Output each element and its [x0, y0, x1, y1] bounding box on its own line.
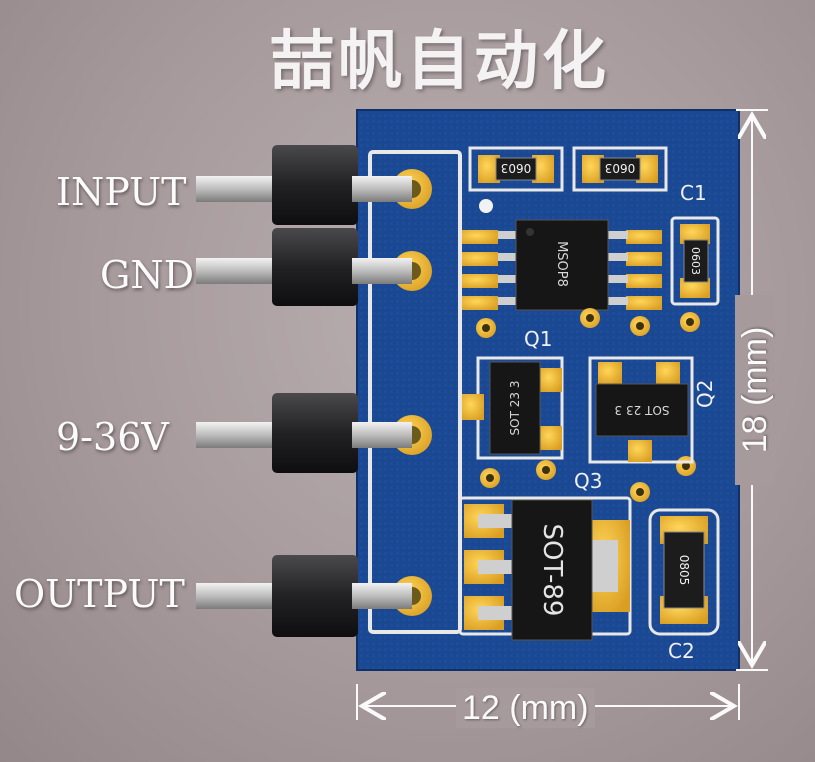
capacitor-c2: 0805: [648, 508, 720, 636]
q2-label: Q2: [693, 380, 717, 408]
c1-label: C1: [680, 181, 707, 205]
q3-marking: SOT-89: [537, 524, 567, 617]
resistor-r1: 0603: [468, 146, 564, 192]
c1-marking: 0603: [689, 247, 702, 275]
resistor-r2: 0603: [572, 146, 668, 192]
brand-title: 喆帆自动化: [270, 25, 610, 99]
q3-label: Q3: [574, 469, 602, 493]
q1-marking: SOT 23 3: [508, 381, 522, 436]
pin-label-9-36v: 9-36V: [56, 415, 169, 459]
pin-label-input: INPUT: [56, 170, 187, 214]
pin1-dot: [479, 199, 493, 213]
q1-label: Q1: [524, 327, 552, 351]
r2-marking: 0603: [605, 161, 636, 175]
width-dimension-label: 12 (mm): [456, 688, 595, 728]
transistor-q2: SOT 23 3: [588, 356, 694, 464]
ic-msop8: MSOP8: [462, 219, 662, 311]
pin-label-output: OUTPUT: [14, 572, 185, 616]
r1-marking: 0603: [501, 161, 532, 175]
transistor-q3: SOT-89: [458, 496, 632, 641]
vias: [476, 308, 700, 502]
c2-marking: 0805: [677, 555, 691, 586]
height-dimension-label: 18 (mm): [735, 295, 775, 485]
c2-label: C2: [668, 639, 695, 663]
ic-marking: MSOP8: [554, 241, 569, 287]
transistor-q1: SOT 23 3: [462, 356, 564, 460]
connector-outline: [368, 150, 462, 634]
q2-marking: SOT 23 3: [615, 403, 670, 417]
capacitor-c1: 0603: [670, 216, 720, 306]
pin-label-gnd: GND: [100, 253, 195, 297]
